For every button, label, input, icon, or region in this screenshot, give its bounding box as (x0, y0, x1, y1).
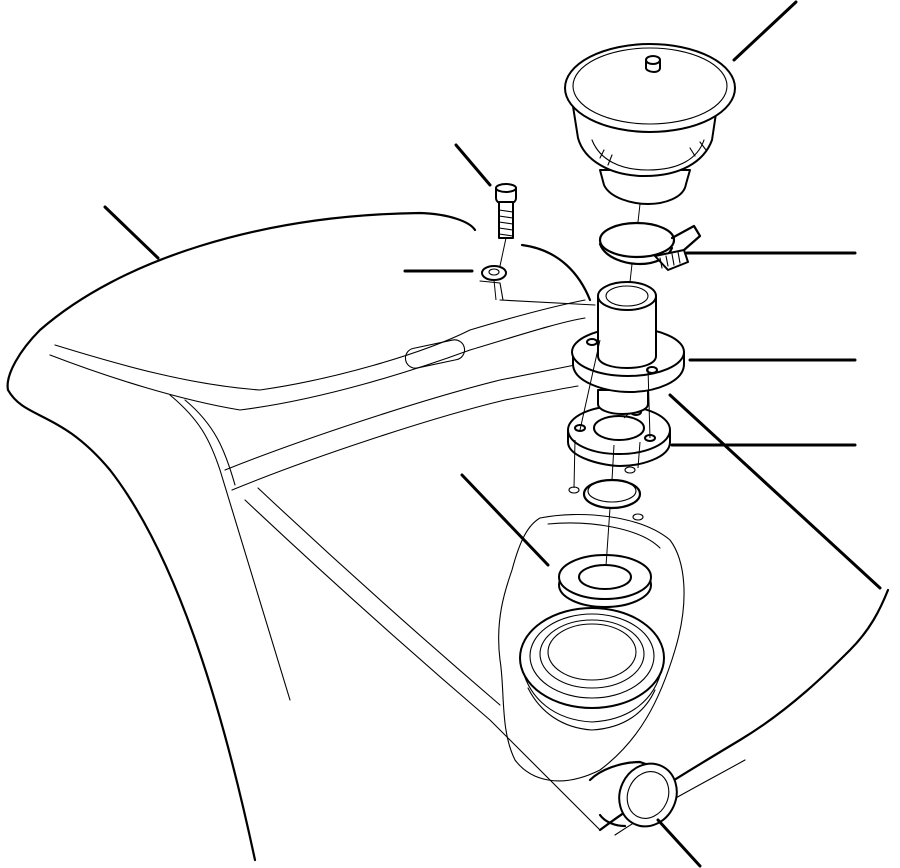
leader-bolt (454, 143, 492, 187)
leader-lines (103, 0, 882, 868)
outlet-pipe (588, 760, 678, 828)
breather-cap (564, 43, 736, 205)
flanged-tube (571, 281, 685, 415)
bolt (495, 183, 517, 239)
seal-ring (558, 554, 652, 608)
leader-housing (668, 393, 882, 590)
assembly-centerlines (493, 203, 651, 567)
hose-clamp (598, 221, 702, 271)
leader-fender (103, 205, 160, 260)
leader-cap (732, 0, 798, 62)
leader-outlet (656, 818, 702, 868)
leader-seal (460, 473, 550, 567)
housing (498, 513, 685, 782)
fender-panel (6, 211, 890, 862)
gasket-plate (567, 405, 671, 467)
o-ring (568, 466, 644, 521)
washer (481, 265, 507, 281)
